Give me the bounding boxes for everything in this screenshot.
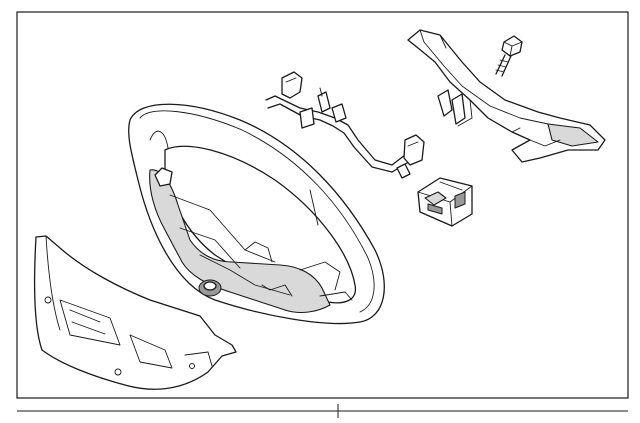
diagram-frame [16,11,629,399]
mounting-bolt-icon [495,35,523,77]
steering-wheel-icon [128,103,385,325]
upper-trim-cover-icon [407,29,606,163]
lower-trim-cover-icon [34,235,237,390]
control-switch-module-icon [417,177,473,227]
wiring-harness-icon [265,71,425,179]
